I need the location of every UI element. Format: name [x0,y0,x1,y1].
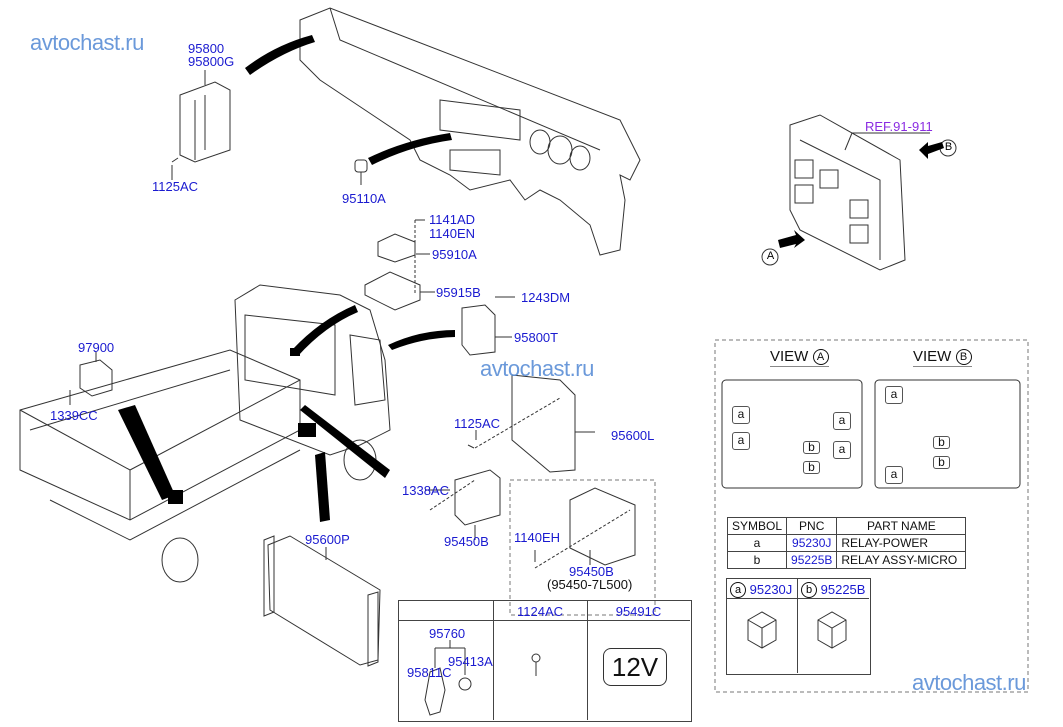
relay-illustration-table [726,578,871,675]
table-row: b 95225B RELAY ASSY-MICRO [726,551,967,569]
part-label-buzzer[interactable]: 97900 [78,340,115,355]
part-label-nut-ecu[interactable]: 1338AC [402,483,449,498]
leader-swoosh [388,330,455,350]
view-b-symbol: B [955,349,972,365]
marker-b: B [944,141,953,153]
view-b-title: VIEW B [913,348,972,367]
arrow-a [778,230,805,248]
part-label-sensor[interactable]: 95800T [514,330,559,345]
arrow-b [919,142,944,159]
slot-a[interactable]: a [885,386,903,404]
header-pnc: PNC [786,517,838,535]
row-pnc[interactable]: 95225B [786,551,838,569]
leader-swoosh [368,133,452,165]
part-label-ecu-alt[interactable]: 95450B [569,564,614,579]
row-symbol: b [726,551,788,569]
part-label-key-fob[interactable]: 95811C [407,665,452,680]
header-screw[interactable]: 1124AC [516,604,563,619]
leader-swoosh [300,405,390,478]
part-label-module[interactable]: 95910A [432,247,477,262]
slot-b[interactable]: b [933,436,950,449]
junction-box [789,114,906,271]
bcm-module [179,81,231,163]
header-part-name: PART NAME [836,517,967,535]
watermark: avtochast.ru [30,30,144,55]
parts-table: SYMBOL PNC PART NAME a 95230J RELAY-POWE… [726,517,967,569]
leader-swoosh [245,35,315,75]
part-label-bracket[interactable]: 95915B [436,285,481,300]
marker-a: A [766,250,775,262]
view-b-text: VIEW [913,348,952,365]
part-label-bolt-b[interactable]: 1140EN [429,226,476,241]
slot-b[interactable]: b [933,456,950,469]
row-pnc[interactable]: 95230J [786,534,838,552]
part-label-bolt-bcm[interactable]: 1125AC [152,179,199,194]
table-row: a 95230J RELAY-POWER [726,534,967,552]
divider [398,620,690,621]
view-a-text: VIEW [770,348,809,365]
part-label-ecu[interactable]: 95450B [444,534,489,549]
part-label-key-set[interactable]: 95760 [429,626,466,641]
leader-swoosh [292,305,358,356]
slot-a[interactable]: a [833,441,851,459]
ref-label[interactable]: REF.91-911 [865,119,933,134]
leader-swoosh [118,405,175,500]
row-part-name: RELAY ASSY-MICRO [836,551,967,569]
relay-b-header: b 95225B [801,582,865,598]
relay-b-symbol: b [801,582,817,598]
slot-a[interactable]: a [833,412,851,430]
slot-b[interactable]: b [803,461,820,474]
part-label-switch[interactable]: 95110A [342,191,386,206]
part-label-key-ring[interactable]: 95413A [448,654,493,669]
relay-a-header: a 95230J [730,582,792,598]
header-symbol: SYMBOL [726,517,788,535]
divider [587,600,588,720]
row-part-name: RELAY-POWER [836,534,967,552]
relay-b-pnc[interactable]: 95225B [820,582,866,597]
part-label-bolt-a[interactable]: 1141AD [429,212,476,227]
part-label-bracket-large[interactable]: 95600L [611,428,655,443]
slot-a[interactable]: a [732,406,750,424]
header-label[interactable]: 95491C [615,604,662,619]
leader-swoosh [315,452,330,522]
voltage-label: 12V [603,648,667,686]
part-label-bolt-ecu-alt[interactable]: 1140EH [514,530,561,545]
part-label-bolt-bracket[interactable]: 1125AC [454,416,501,431]
relay-a-pnc[interactable]: 95230J [749,582,793,597]
divider [493,600,494,720]
part-label-nut-buzzer[interactable]: 1339CC [50,408,98,423]
parts-table-header: SYMBOL PNC PART NAME [726,517,967,535]
part-label-bracket-panel[interactable]: 95600P [305,532,350,547]
divider [797,578,798,673]
part-label-bcm[interactable]: 95800 [188,41,225,56]
part-label-bcm-alt[interactable]: 95800G [188,54,235,69]
watermark: avtochast.ru [912,670,1026,695]
slot-b[interactable]: b [803,441,820,454]
view-a-symbol: A [812,349,829,365]
slot-a[interactable]: a [732,432,750,450]
part-number-ecu-alt: (95450-7L500) [547,577,633,592]
relay-a-symbol: a [730,582,746,598]
slot-a[interactable]: a [885,466,903,484]
view-a-title: VIEW A [770,348,829,367]
watermark: avtochast.ru [480,356,594,381]
row-symbol: a [726,534,788,552]
accessory-table [398,600,692,722]
part-label-screw[interactable]: 1243DM [521,290,571,305]
